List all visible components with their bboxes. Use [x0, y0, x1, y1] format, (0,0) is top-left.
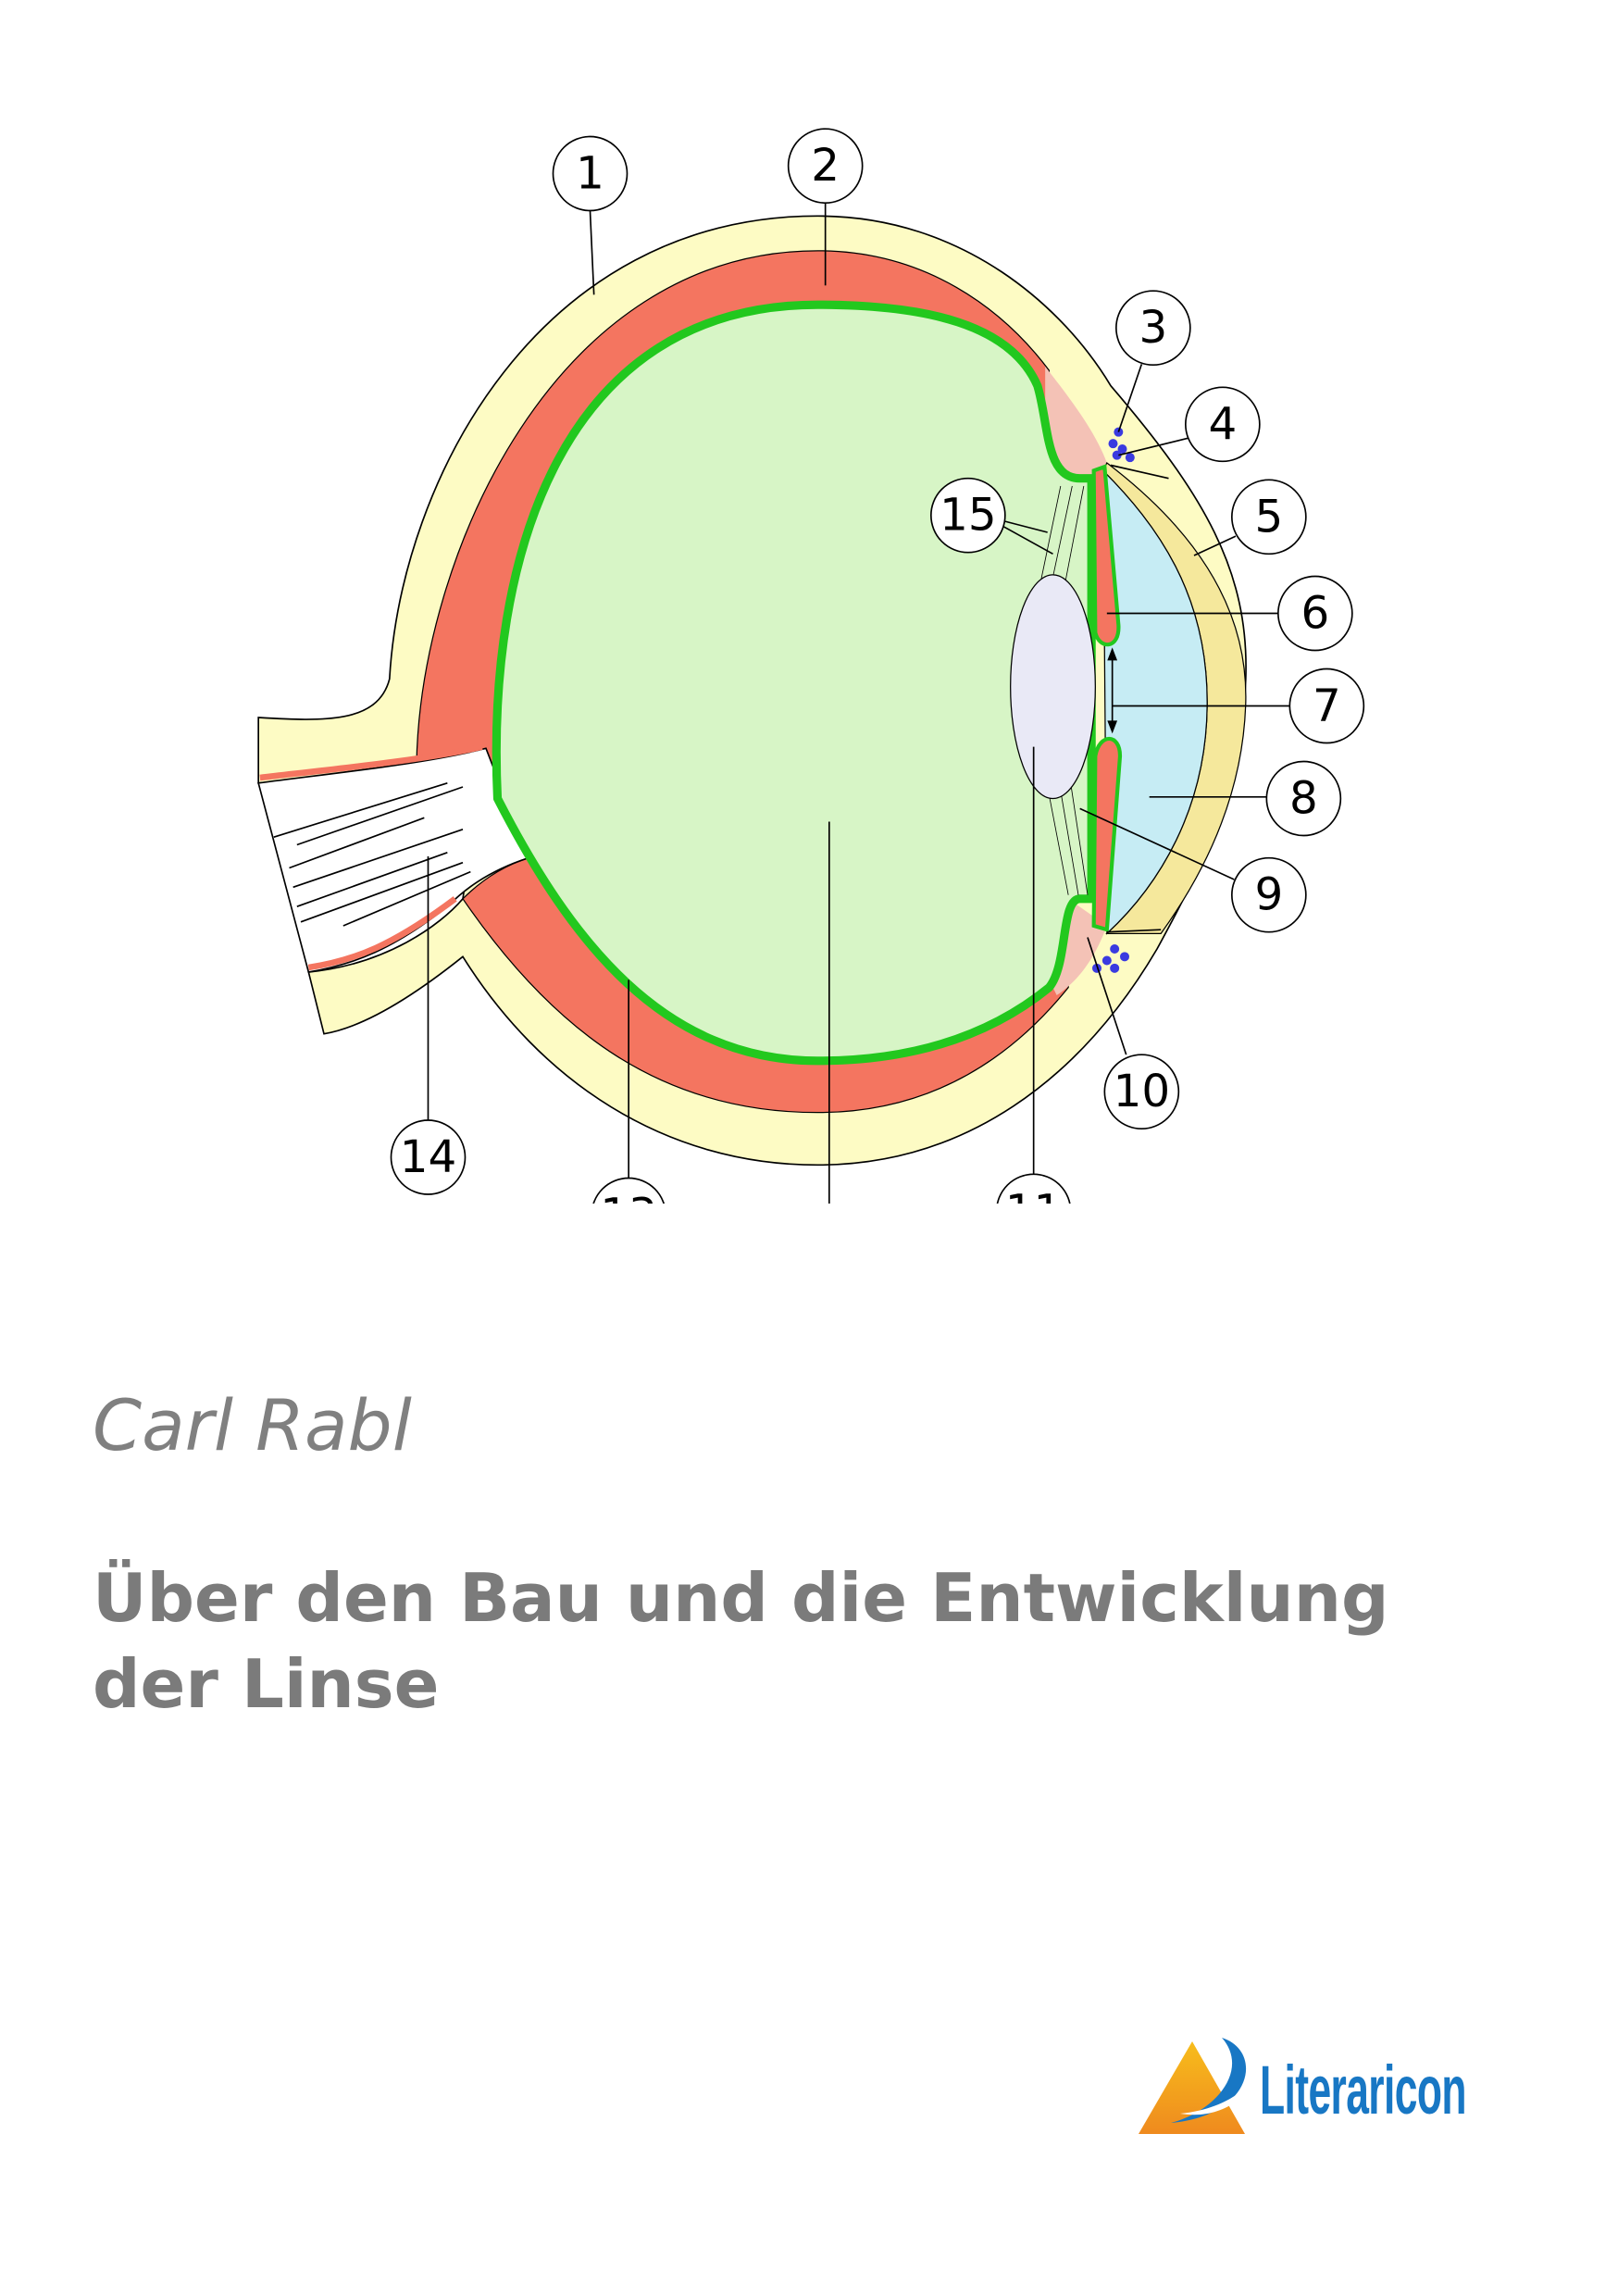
- triangle-swoosh-icon: [1139, 2038, 1247, 2134]
- label-4: 4: [1185, 386, 1261, 463]
- label-9: 9: [1231, 856, 1307, 933]
- svg-text:15: 15: [940, 490, 997, 542]
- svg-text:7: 7: [1313, 680, 1341, 732]
- svg-text:9: 9: [1254, 869, 1283, 921]
- label-8: 8: [1265, 760, 1342, 837]
- book-title: Über den Bau und die Entwicklung der Lin…: [93, 1555, 1388, 1728]
- svg-text:5: 5: [1254, 491, 1283, 543]
- label-1: 1: [552, 135, 629, 212]
- author-name: Carl Rabl: [93, 1384, 412, 1466]
- optic-nerve: [257, 747, 529, 973]
- diagram-labels: 1 2 3 4 5 6 7 8 9 10 11 12 13 14 15: [390, 128, 1365, 1204]
- eye-anatomy-diagram: 1 2 3 4 5 6 7 8 9 10 11 12 13 14 15: [257, 128, 1365, 1204]
- publisher-name: Literaricon: [1260, 2052, 1466, 2128]
- leader-lines: [427, 203, 1290, 1204]
- svg-text:8: 8: [1289, 773, 1318, 825]
- svg-text:2: 2: [811, 140, 840, 192]
- label-10: 10: [1103, 1054, 1180, 1129]
- pupil-arrow: [1107, 647, 1118, 734]
- lens: [1010, 574, 1096, 800]
- svg-text:3: 3: [1139, 302, 1167, 354]
- svg-text:13: 13: [600, 1190, 657, 1204]
- svg-text:4: 4: [1208, 398, 1237, 450]
- nerve-fibers: [273, 782, 471, 927]
- label-13: 13: [592, 1177, 666, 1204]
- label-11: 11: [996, 1173, 1071, 1204]
- label-6: 6: [1277, 575, 1353, 652]
- nerve-sheath-bottom: [307, 896, 457, 971]
- label-7: 7: [1288, 668, 1365, 744]
- title-line-1: Über den Bau und die Entwicklung: [93, 1559, 1389, 1637]
- label-3: 3: [1115, 290, 1191, 366]
- label-2: 2: [787, 128, 864, 205]
- label-14: 14: [390, 1119, 467, 1195]
- ciliary-body-top: [1045, 366, 1107, 479]
- svg-text:6: 6: [1301, 588, 1329, 640]
- anterior-chamber: [1102, 468, 1208, 935]
- svg-text:10: 10: [1114, 1066, 1171, 1117]
- nerve-sheath-top: [259, 743, 483, 781]
- svg-text:14: 14: [400, 1131, 457, 1183]
- svg-text:11: 11: [1005, 1185, 1063, 1204]
- publisher-logo: Literaricon: [1134, 2032, 1523, 2143]
- iris-bottom: [1091, 737, 1123, 932]
- title-line-2: der Linse: [93, 1645, 440, 1723]
- label-15: 15: [930, 477, 1006, 554]
- svg-text:1: 1: [576, 148, 604, 200]
- iris-top: [1091, 464, 1121, 647]
- zonule-fibers: [1040, 485, 1089, 895]
- label-5: 5: [1231, 479, 1307, 555]
